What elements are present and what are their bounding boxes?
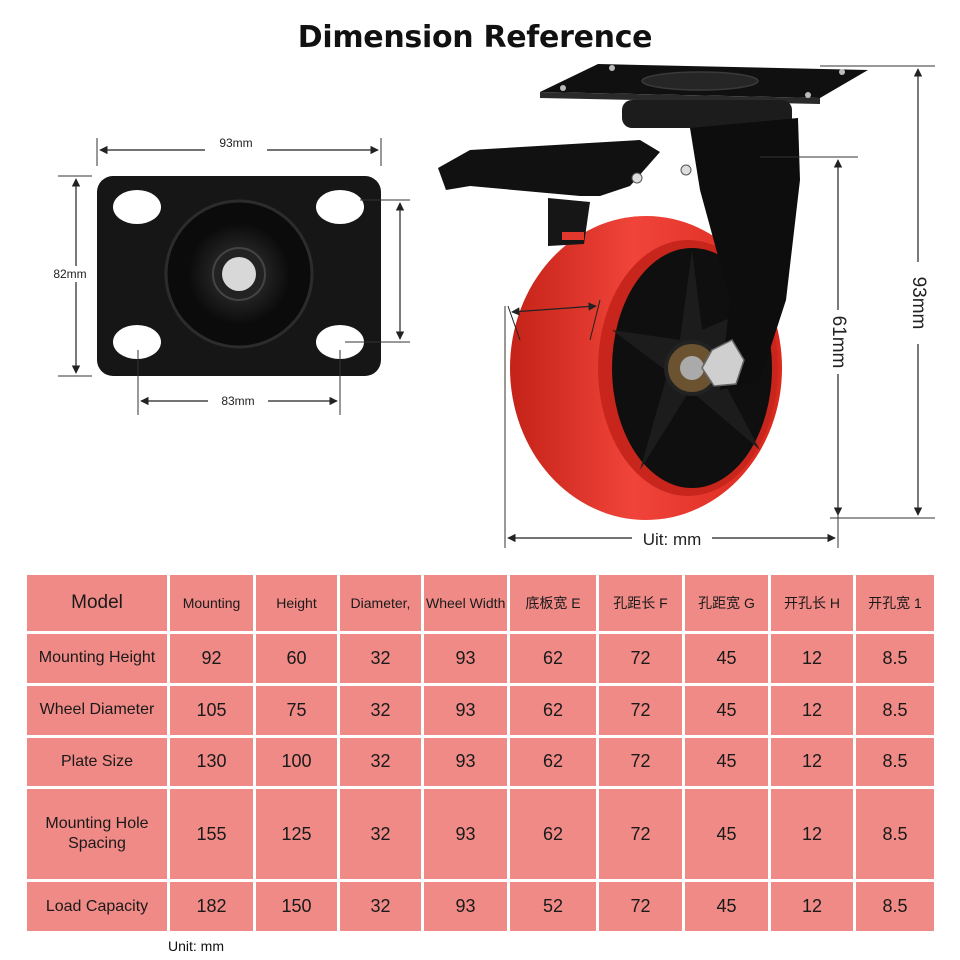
table-header-row: Model Mounting Height Diameter, Wheel Wi…	[24, 572, 937, 634]
table-cell: 8.5	[853, 682, 937, 738]
header-slot-length-h: 开孔长 H	[768, 572, 856, 634]
wheel-unit-label: Uit: mm	[643, 530, 702, 549]
table-cell: 72	[596, 879, 685, 934]
table-cell: 45	[682, 734, 771, 790]
table-cell: 32	[337, 879, 424, 934]
table-cell: 75	[253, 682, 340, 738]
header-hole-length-f: 孔距长 F	[596, 572, 685, 634]
header-model: Model	[24, 572, 170, 634]
plate-bottom-width-label: 83mm	[221, 394, 254, 408]
spec-table: Model Mounting Height Diameter, Wheel Wi…	[24, 572, 937, 934]
caster-fork	[690, 118, 800, 390]
table-cell: 72	[596, 786, 685, 883]
table-cell: 62	[507, 631, 599, 686]
plate-top-width-label: 93mm	[219, 136, 252, 150]
table-cell: 32	[337, 786, 424, 883]
caster-wheel-illustration	[438, 64, 868, 520]
table-cell: 182	[167, 879, 256, 934]
table-cell: 62	[507, 734, 599, 790]
mounting-plate-illustration	[97, 176, 381, 376]
table-cell: 60	[253, 631, 340, 686]
page-title: Dimension Reference	[297, 20, 653, 55]
table-cell: 93	[421, 734, 510, 790]
total-height-label: 93mm	[908, 277, 929, 330]
header-height: Height	[253, 572, 340, 634]
table-row: Plate Size 130 100 32 93 62 72 45 12 8.5	[24, 734, 937, 790]
plate-hole-br	[316, 325, 364, 359]
table-cell: 45	[682, 786, 771, 883]
table-cell: 93	[421, 879, 510, 934]
table-cell: 32	[337, 734, 424, 790]
table-cell: 32	[337, 631, 424, 686]
row-label: Wheel Diameter	[24, 682, 170, 738]
table-cell: 72	[596, 734, 685, 790]
header-mounting: Mounting	[167, 572, 256, 634]
table-cell: 93	[421, 682, 510, 738]
table-cell: 45	[682, 879, 771, 934]
plate-center-bearing	[222, 257, 256, 291]
table-row: Load Capacity 182 150 32 93 52 72 45 12 …	[24, 879, 937, 934]
header-wheel-width: Wheel Width	[421, 572, 510, 634]
unit-note: Unit: mm	[168, 938, 224, 954]
row-label: Mounting Hole Spacing	[24, 786, 170, 883]
table-row: Wheel Diameter 105 75 32 93 62 72 45 12 …	[24, 682, 937, 738]
caster-swivel-body	[622, 100, 792, 128]
caster-brake-pedal	[438, 140, 660, 196]
table-cell: 8.5	[853, 879, 937, 934]
table-cell: 12	[768, 786, 856, 883]
row-label: Load Capacity	[24, 879, 170, 934]
plate-hole-tl	[113, 190, 161, 224]
table-cell: 8.5	[853, 631, 937, 686]
header-hole-width-g: 孔距宽 G	[682, 572, 771, 634]
table-row: Mounting Hole Spacing 155 125 32 93 62 7…	[24, 786, 937, 883]
table-cell: 45	[682, 631, 771, 686]
table-cell: 100	[253, 734, 340, 790]
header-diameter: Diameter,	[337, 572, 424, 634]
table-cell: 62	[507, 786, 599, 883]
header-slot-width-i: 开孔宽 1	[853, 572, 937, 634]
table-cell: 8.5	[853, 786, 937, 883]
header-plate-width-e: 底板宽 E	[507, 572, 599, 634]
table-cell: 12	[768, 631, 856, 686]
table-row: Mounting Height 92 60 32 93 62 72 45 12 …	[24, 631, 937, 686]
plate-hole-tr	[316, 190, 364, 224]
wheel-height-label: 61mm	[828, 316, 849, 369]
table-cell: 45	[682, 682, 771, 738]
row-label: Mounting Height	[24, 631, 170, 686]
table-cell: 155	[167, 786, 256, 883]
table-cell: 12	[768, 682, 856, 738]
caster-diagram: 93mm 82mm 83mm	[53, 64, 935, 549]
row-label: Plate Size	[24, 734, 170, 790]
table-cell: 12	[768, 879, 856, 934]
table-cell: 72	[596, 631, 685, 686]
table-cell: 130	[167, 734, 256, 790]
table-cell: 92	[167, 631, 256, 686]
table-cell: 62	[507, 682, 599, 738]
table-cell: 52	[507, 879, 599, 934]
table-cell: 125	[253, 786, 340, 883]
table-cell: 32	[337, 682, 424, 738]
table-cell: 8.5	[853, 734, 937, 790]
caster-axle-nut	[701, 339, 745, 387]
table-cell: 105	[167, 682, 256, 738]
table-cell: 93	[421, 631, 510, 686]
table-cell: 72	[596, 682, 685, 738]
table-cell: 150	[253, 879, 340, 934]
table-cell: 93	[421, 786, 510, 883]
plate-height-label: 82mm	[53, 267, 86, 281]
table-cell: 12	[768, 734, 856, 790]
plate-hole-bl	[113, 325, 161, 359]
